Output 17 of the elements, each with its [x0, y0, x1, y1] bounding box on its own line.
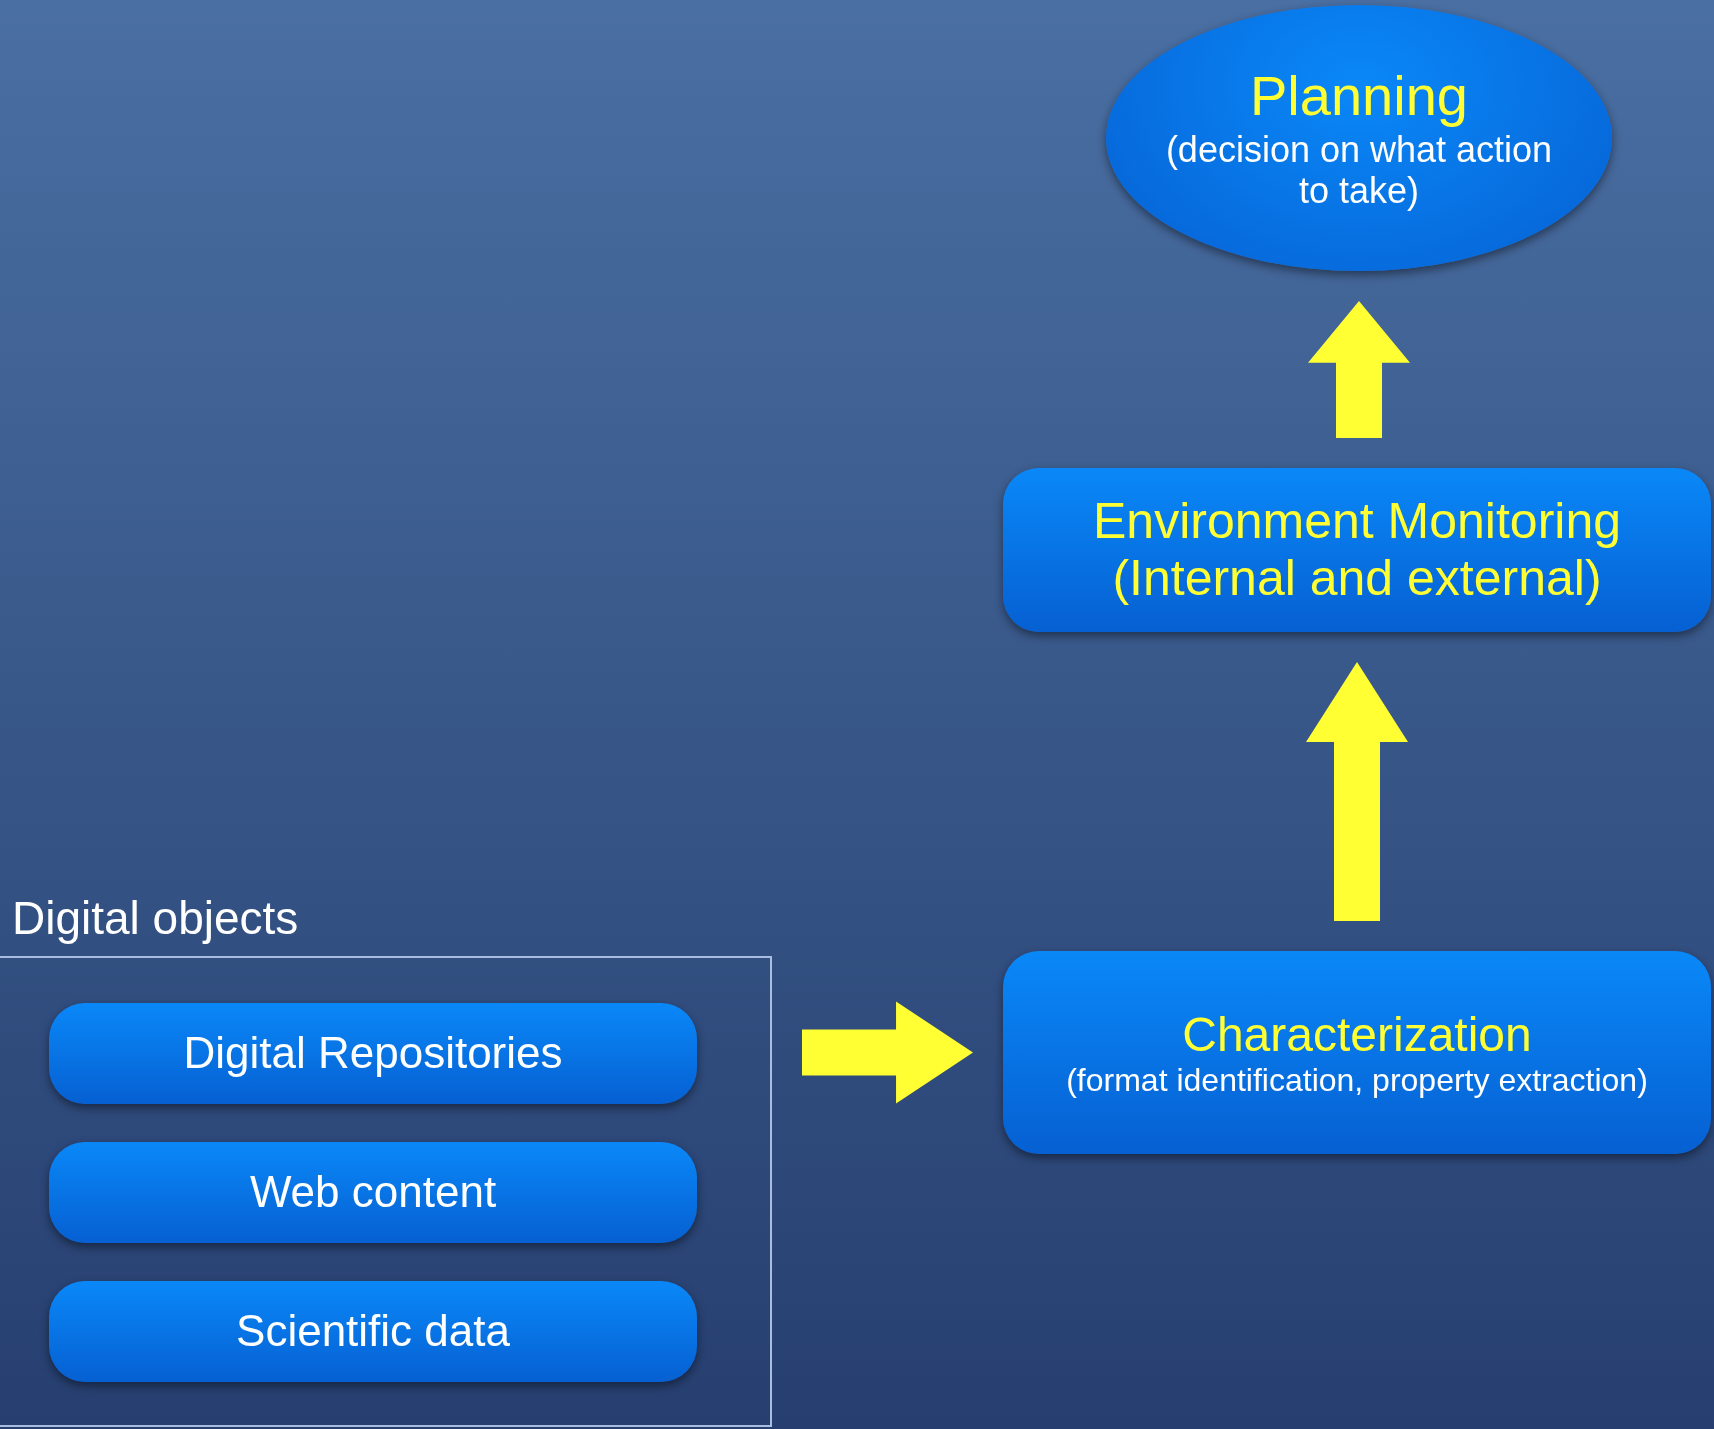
- node-title: Environment Monitoring (Internal and external): [1092, 492, 1622, 608]
- group-heading: Digital objects: [12, 892, 299, 945]
- node-title: Digital Repositories: [183, 1028, 563, 1079]
- block-arrow: [802, 1001, 973, 1104]
- block-arrow: [1308, 301, 1410, 438]
- process-box: [49, 1142, 697, 1243]
- process-box: [1003, 468, 1711, 632]
- process-box: [49, 1281, 697, 1382]
- process-box: [49, 1003, 697, 1104]
- node-title: Characterization: [1182, 1006, 1532, 1062]
- node-title: Scientific data: [236, 1306, 510, 1357]
- block-arrow: [1306, 662, 1408, 921]
- node-title: Planning: [1250, 64, 1468, 129]
- process-box: [1003, 951, 1711, 1154]
- node-subtitle: (format identification, property extraction): [1066, 1061, 1648, 1099]
- node-title: Web content: [249, 1167, 497, 1218]
- node-subtitle: (decision on what action to take): [1164, 128, 1554, 212]
